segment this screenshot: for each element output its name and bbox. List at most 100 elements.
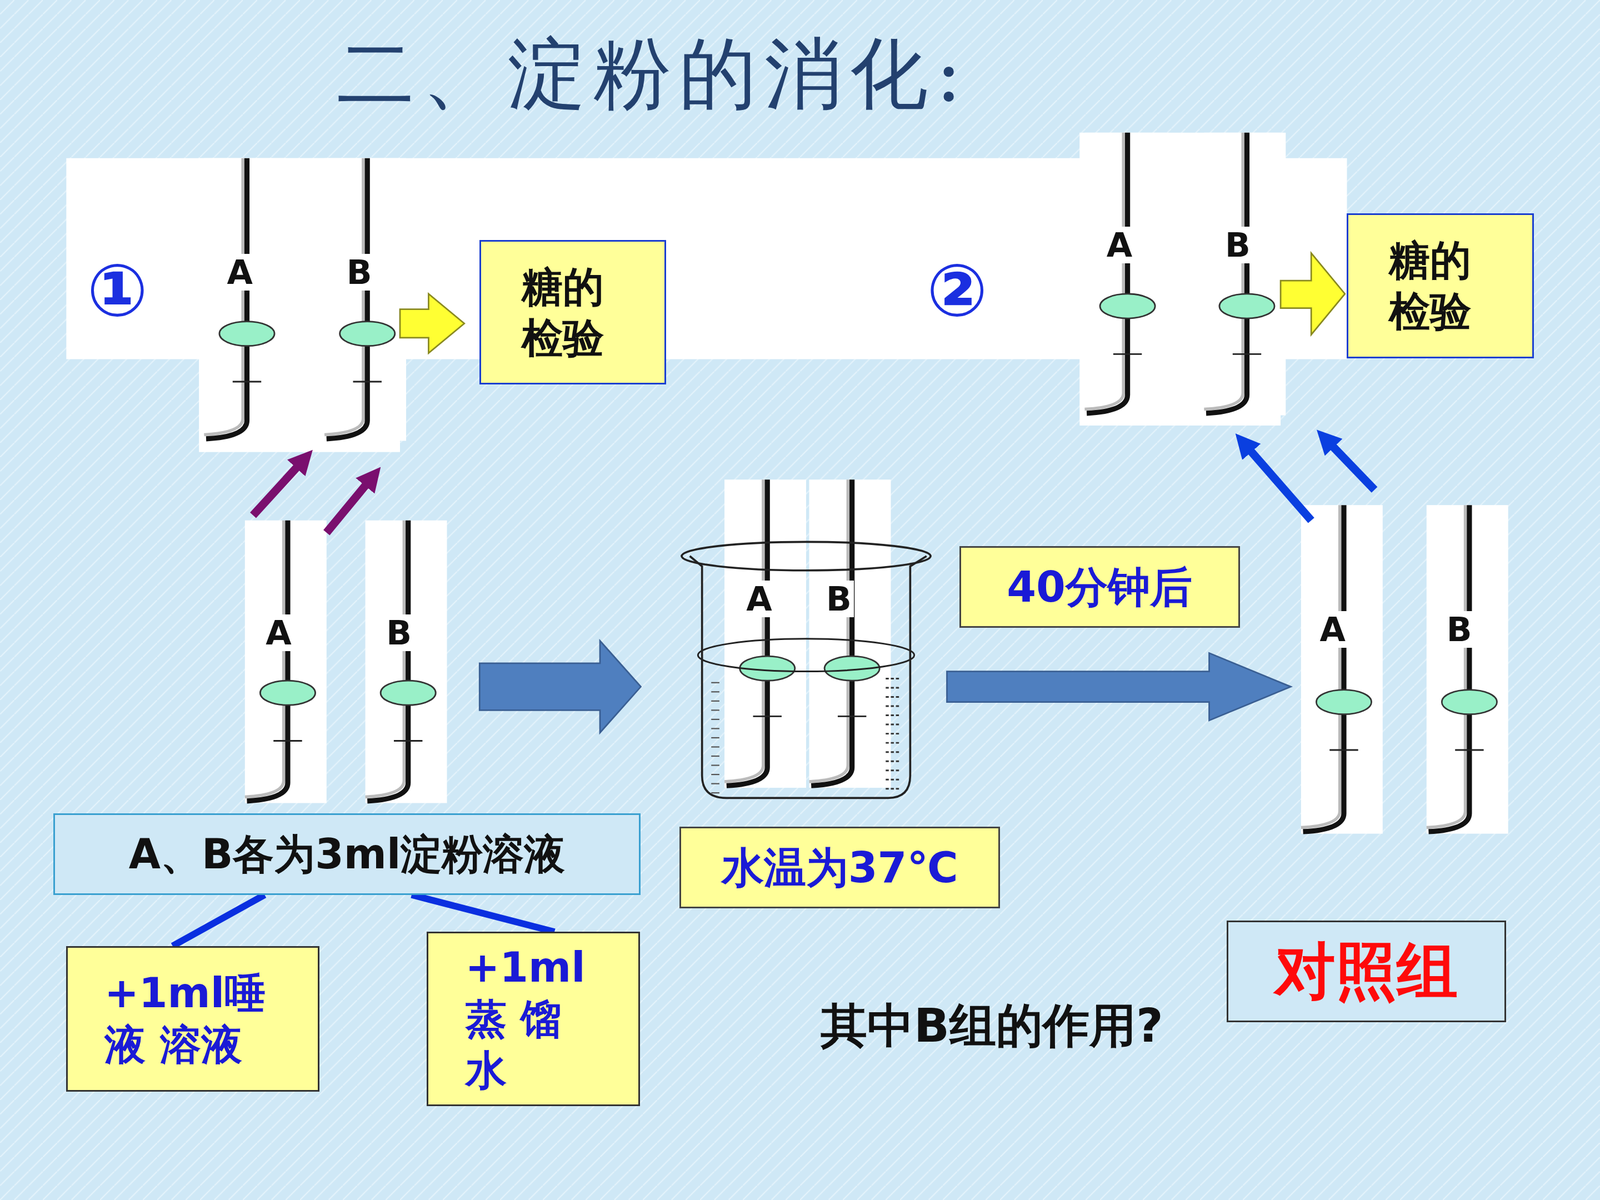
water-mark bbox=[711, 737, 720, 739]
liquid-drop bbox=[1441, 690, 1497, 715]
water-mark bbox=[885, 714, 900, 717]
tube-letter: B bbox=[1444, 611, 1475, 648]
water-mark bbox=[885, 696, 900, 698]
water-mark bbox=[711, 709, 720, 711]
liquid-drop bbox=[260, 680, 315, 705]
tube-wall bbox=[206, 158, 247, 439]
water-mark bbox=[885, 787, 900, 790]
water-mark bbox=[711, 700, 720, 702]
test-tube bbox=[365, 520, 448, 804]
connector-line bbox=[172, 895, 265, 947]
transfer-arrow bbox=[1241, 440, 1312, 520]
test-tube bbox=[1084, 132, 1167, 416]
tube-letter: B bbox=[344, 253, 375, 291]
tube-wall bbox=[809, 479, 849, 782]
tube-letter: A bbox=[1317, 611, 1348, 648]
liquid-drop bbox=[340, 321, 395, 347]
callout-number: ① bbox=[86, 251, 148, 331]
water-mark bbox=[711, 792, 720, 794]
additive-box: +1ml蒸 馏水 bbox=[426, 931, 640, 1107]
water-mark bbox=[711, 691, 720, 693]
tube-panel bbox=[203, 158, 286, 442]
tube-panel bbox=[1084, 132, 1167, 416]
water-mark bbox=[885, 686, 900, 689]
water-mark bbox=[711, 783, 720, 785]
box-text: 对照组 bbox=[1274, 933, 1458, 1010]
liquid-drop bbox=[1219, 293, 1275, 319]
test-box: 糖的 检验 bbox=[1346, 213, 1534, 359]
test-tube bbox=[1203, 132, 1286, 416]
process-arrow bbox=[946, 653, 1291, 721]
water-mark bbox=[711, 718, 720, 720]
water-mark bbox=[885, 742, 900, 744]
tube-letter: B bbox=[1222, 226, 1253, 264]
yellow-arrow bbox=[1280, 253, 1345, 335]
tube-wall bbox=[1303, 505, 1344, 832]
additive-box: +1ml唾液 溶液 bbox=[66, 946, 320, 1093]
tube-wall bbox=[326, 158, 368, 439]
tube-panel bbox=[365, 520, 448, 804]
tube-letter: A bbox=[743, 580, 774, 618]
water-mark bbox=[711, 773, 720, 775]
condition-box: A、B各为3ml淀粉溶液 bbox=[53, 813, 642, 895]
water-mark bbox=[711, 727, 720, 729]
water-mark bbox=[885, 778, 900, 781]
test-tube bbox=[724, 479, 807, 788]
tube-panel bbox=[324, 158, 407, 442]
level-mark bbox=[753, 715, 782, 718]
callout-number: ② bbox=[926, 251, 988, 331]
water-mark bbox=[885, 732, 900, 735]
water-mark bbox=[885, 760, 900, 763]
liquid-drop bbox=[1100, 293, 1155, 319]
box-text: +1ml唾液 溶液 bbox=[104, 967, 282, 1070]
tube-wall bbox=[726, 479, 768, 786]
test-tube bbox=[245, 520, 327, 804]
tube-wall bbox=[1086, 132, 1128, 414]
level-mark bbox=[1113, 353, 1142, 355]
tube-letter: A bbox=[224, 253, 255, 291]
tube-wall bbox=[1206, 132, 1247, 414]
level-mark bbox=[1232, 353, 1262, 355]
tube-wall bbox=[203, 158, 243, 435]
tube-panel bbox=[1203, 132, 1286, 416]
tube-panel bbox=[245, 520, 327, 804]
water-mark bbox=[711, 755, 720, 757]
liquid-drop bbox=[380, 680, 436, 705]
box-text: 糖的 检验 bbox=[1388, 234, 1492, 338]
box-text: 40分钟后 bbox=[1006, 560, 1193, 614]
test-tube bbox=[1301, 505, 1383, 834]
tube-wall bbox=[246, 520, 288, 802]
connector-line bbox=[411, 895, 555, 932]
water-mark bbox=[885, 705, 900, 708]
tube-wall bbox=[1426, 505, 1466, 828]
tube-wall bbox=[724, 479, 764, 782]
transfer-arrow bbox=[1323, 436, 1375, 490]
tube-panel bbox=[1426, 505, 1509, 834]
water-mark bbox=[885, 677, 900, 680]
process-arrow bbox=[479, 640, 641, 733]
beaker bbox=[681, 541, 931, 798]
level-mark bbox=[273, 740, 302, 742]
tube-panel bbox=[1301, 505, 1383, 834]
box-text: +1ml蒸 馏水 bbox=[465, 941, 602, 1097]
tube-wall bbox=[1428, 505, 1469, 832]
test-tube bbox=[324, 158, 407, 442]
tube-letter: B bbox=[823, 580, 854, 618]
condition-box: 水温为37℃ bbox=[679, 826, 1000, 909]
box-text: 糖的 检验 bbox=[521, 261, 625, 364]
tube-wall bbox=[811, 479, 852, 786]
transfer-arrow bbox=[326, 474, 375, 533]
tube-wall bbox=[1203, 132, 1243, 410]
level-mark bbox=[1329, 749, 1358, 752]
level-mark bbox=[393, 740, 423, 742]
tube-wall bbox=[1084, 132, 1124, 410]
tube-panel bbox=[198, 158, 400, 453]
test-tube bbox=[203, 158, 286, 442]
level-mark bbox=[837, 715, 867, 718]
level-mark bbox=[1455, 749, 1484, 752]
tube-wall bbox=[1301, 505, 1340, 828]
level-mark bbox=[232, 380, 262, 383]
transfer-arrow bbox=[253, 457, 307, 516]
